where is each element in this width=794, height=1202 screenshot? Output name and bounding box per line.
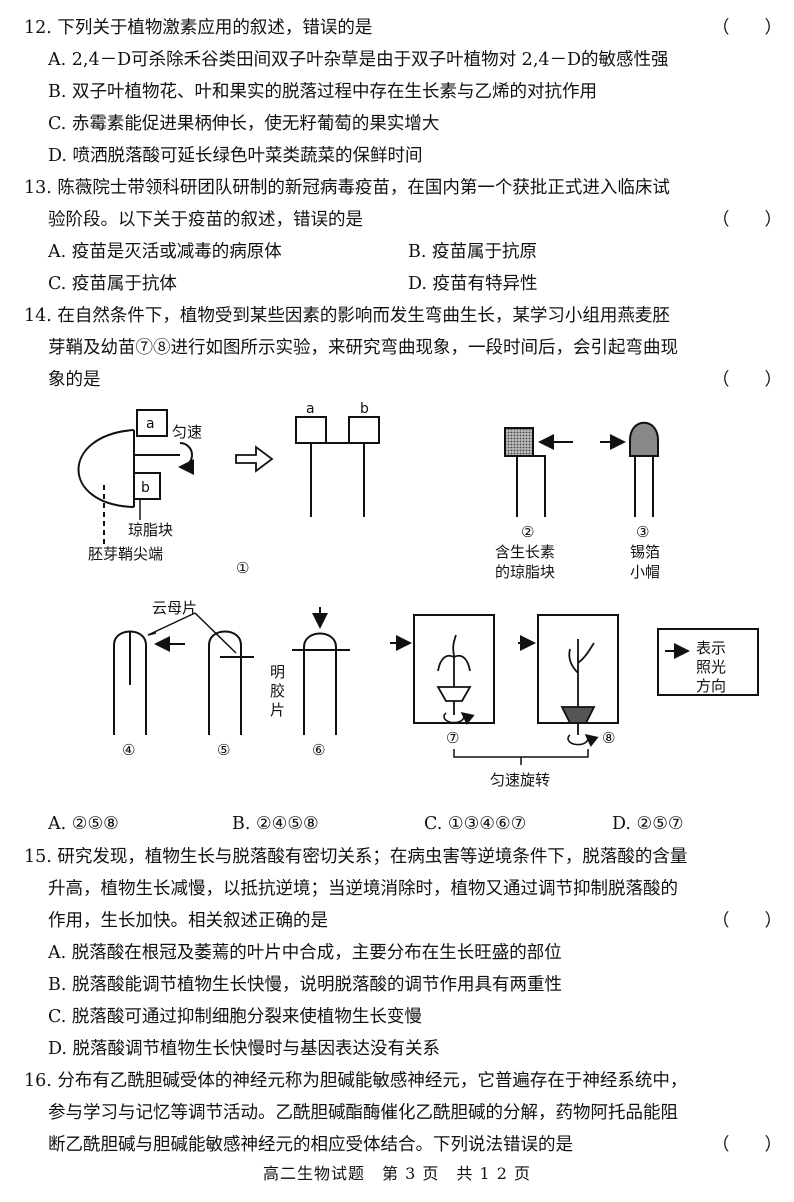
fig-mica-label: 云母片 <box>152 599 197 617</box>
fig-num-6: ⑥ <box>312 741 325 759</box>
q14-option-d: D. ②⑤⑦ <box>612 814 684 834</box>
q15-answer-paren: （ ） <box>712 911 782 931</box>
q15-option-c: C. 脱落酸可通过抑制细胞分裂来使植物生长变慢 <box>48 1007 422 1027</box>
fig-num-7: ⑦ <box>446 729 459 747</box>
q12-option-c: C. 赤霉素能促进果柄伸长，使无籽葡萄的果实增大 <box>48 114 440 134</box>
q15-option-d: D. 脱落酸调节植物生长快慢时与基因表达没有关系 <box>48 1039 441 1059</box>
q13-option-b: B. 疫苗属于抗原 <box>408 242 537 262</box>
q12-option-d: D. 喷洒脱落酸可延长绿色叶菜类蔬菜的保鲜时间 <box>48 146 423 166</box>
fig-legend-line3: 方向 <box>696 677 726 695</box>
fig-rotate-label: 匀速旋转 <box>490 771 550 789</box>
q14-option-c: C. ①③④⑥⑦ <box>424 814 527 834</box>
q13-stem-line2: 验阶段。以下关于疫苗的叙述，错误的是 <box>48 210 363 230</box>
fig-num-1: ① <box>236 559 249 577</box>
fig-auxin-agar-line2: 的琼脂块 <box>495 563 555 581</box>
q13-answer-paren: （ ） <box>712 210 782 230</box>
q16-stem-line1: 16. 分布有乙酰胆碱受体的神经元称为胆碱能敏感神经元，它普遍存在于神经系统中， <box>24 1071 688 1091</box>
q12-option-a: A. 2,4－D可杀除禾谷类田间双子叶杂草是由于双子叶植物对 2,4－D的敏感性… <box>48 50 669 70</box>
fig-num-4: ④ <box>122 741 135 759</box>
fig-label-a: a <box>146 416 155 432</box>
q16-stem-line2: 参与学习与记忆等调节活动。乙酰胆碱酯酶催化乙酰胆碱的分解，药物阿托品能阻 <box>48 1103 678 1123</box>
fig-legend-line1: 表示 <box>696 639 726 657</box>
fig-foil-cap-line2: 小帽 <box>630 563 660 581</box>
q12-option-b: B. 双子叶植物花、叶和果实的脱落过程中存在生长素与乙烯的对抗作用 <box>48 82 597 102</box>
q14-option-a: A. ②⑤⑧ <box>48 814 119 834</box>
fig-num-3: ③ <box>636 523 649 541</box>
fig-num-8: ⑧ <box>602 729 615 747</box>
q15-stem-line1: 15. 研究发现，植物生长与脱落酸有密切关系；在病虫害等逆境条件下，脱落酸的含量 <box>24 847 688 867</box>
q15-option-b: B. 脱落酸能调节植物生长快慢，说明脱落酸的调节作用具有两重性 <box>48 975 562 995</box>
q12-answer-paren: （ ） <box>712 18 782 38</box>
q14-stem-line3: 象的是 <box>48 370 101 390</box>
q16-stem-line3: 断乙酰胆碱与胆碱能敏感神经元的相应受体结合。下列说法错误的是 <box>48 1135 573 1155</box>
fig-gelatin-1: 明 <box>270 663 285 681</box>
page-footer: 高二生物试题 第 3 页 共 1 2 页 <box>263 1164 531 1183</box>
fig-agar-block-label: 琼脂块 <box>128 521 173 539</box>
q14-stem-line2: 芽鞘及幼苗⑦⑧进行如图所示实验，来研究弯曲现象，一段时间后，会引起弯曲现 <box>48 338 678 358</box>
fig-legend-line2: 照光 <box>696 658 726 676</box>
q15-option-a: A. 脱落酸在根冠及萎蔫的叶片中合成，主要分布在生长旺盛的部位 <box>48 943 562 963</box>
q13-option-d: D. 疫苗有特异性 <box>408 274 538 294</box>
fig-foil-cap-line1: 锡箔 <box>630 543 660 561</box>
fig-auxin-agar-line1: 含生长素 <box>495 543 555 561</box>
fig-coleoptile-tip-label: 胚芽鞘尖端 <box>88 545 163 563</box>
q14-answer-paren: （ ） <box>712 370 782 390</box>
q13-option-c: C. 疫苗属于抗体 <box>48 274 177 294</box>
fig-num-2: ② <box>521 523 534 541</box>
fig-num-5: ⑤ <box>217 741 230 759</box>
q13-option-a: A. 疫苗是灭活或减毒的病原体 <box>48 242 282 262</box>
fig-gelatin-2: 胶 <box>270 682 285 700</box>
q16-answer-paren: （ ） <box>712 1135 782 1155</box>
fig-label-a-right: a <box>306 401 315 417</box>
q14-stem-line1: 14. 在自然条件下，植物受到某些因素的影响而发生弯曲生长，某学习小组用燕麦胚 <box>24 306 670 326</box>
q14-experiment-figure: a b 匀速 琼脂块 胚芽鞘尖端 a b ① ② 含生长素 的琼脂块 ③ 锡箔 … <box>77 401 759 789</box>
q15-stem-line3: 作用，生长加快。相关叙述正确的是 <box>48 911 328 931</box>
q13-stem-line1: 13. 陈薇院士带领科研团队研制的新冠病毒疫苗，在国内第一个获批正式进入临床试 <box>24 178 670 198</box>
q15-stem-line2: 升高，植物生长减慢，以抵抗逆境；当逆境消除时，植物又通过调节抑制脱落酸的 <box>48 879 678 899</box>
q12-stem: 12. 下列关于植物激素应用的叙述，错误的是 <box>24 18 373 38</box>
fig-uniform-speed: 匀速 <box>172 423 202 441</box>
fig-label-b: b <box>141 480 150 496</box>
fig-label-b-right: b <box>360 401 369 417</box>
q14-option-b: B. ②④⑤⑧ <box>232 814 319 834</box>
fig-gelatin-3: 片 <box>270 701 285 719</box>
